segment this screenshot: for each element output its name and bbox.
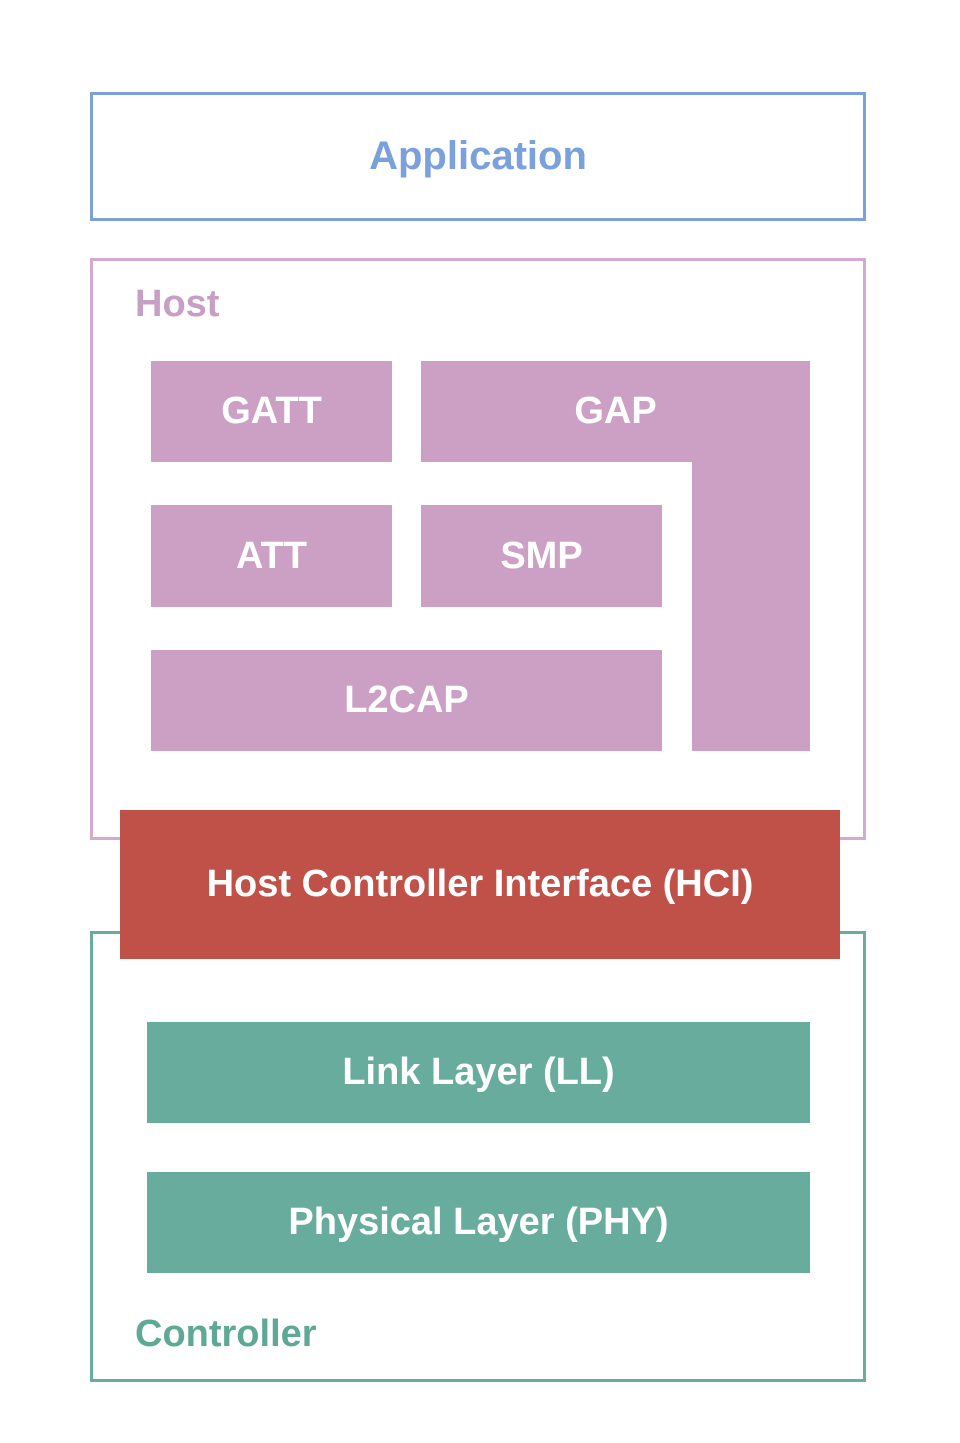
- host-label: Host: [135, 283, 220, 325]
- gap-block: GAP: [421, 361, 810, 462]
- application-label: Application: [369, 134, 587, 178]
- smp-block: SMP: [421, 505, 662, 607]
- gap-label: GAP: [574, 390, 657, 432]
- smp-label: SMP: [500, 534, 583, 577]
- att-block: ATT: [151, 505, 392, 607]
- link-layer-block: Link Layer (LL): [147, 1022, 810, 1123]
- physical-layer-label: Physical Layer (PHY): [288, 1201, 669, 1243]
- hci-label: Host Controller Interface (HCI): [206, 863, 754, 905]
- l2cap-block: L2CAP: [151, 650, 662, 751]
- att-label: ATT: [235, 534, 308, 577]
- gatt-block: GATT: [151, 361, 392, 462]
- hci-block: Host Controller Interface (HCI): [120, 810, 840, 959]
- l2cap-label: L2CAP: [344, 679, 469, 721]
- gap-block-extension: [692, 462, 810, 751]
- application-box: Application: [90, 92, 866, 221]
- controller-label: Controller: [135, 1313, 317, 1355]
- gatt-label: GATT: [221, 390, 322, 432]
- link-layer-label: Link Layer (LL): [342, 1051, 615, 1093]
- physical-layer-block: Physical Layer (PHY): [147, 1172, 810, 1273]
